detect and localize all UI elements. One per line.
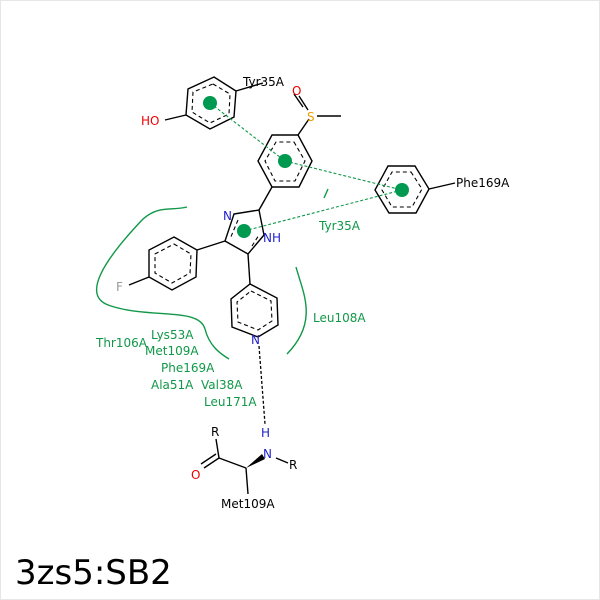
residue-label-phe169a: Phe169A — [456, 176, 510, 190]
imidazole-nh-label: NH — [263, 231, 281, 245]
hydrophobic-label: Met109A — [145, 344, 199, 358]
hydroxyl-label: HO — [141, 114, 159, 128]
wedge-bond — [246, 454, 265, 468]
hydrophobic-label: Ala51A — [151, 378, 194, 392]
ring-centroid-dot — [203, 96, 217, 110]
hydrophobic-label: Phe169A — [161, 361, 215, 375]
hydrophobic-label: Lys53A — [151, 328, 194, 342]
amide-n-label: N — [263, 447, 272, 461]
hydrophobic-label: Tyr35A — [318, 219, 361, 233]
sulfoxide-oxygen-label: O — [292, 84, 301, 98]
pi-stack-line — [209, 102, 286, 162]
imidazole-ring — [224, 209, 265, 255]
hydrophobic-label: Leu171A — [204, 395, 257, 409]
hydrophobic-label: Leu108A — [313, 311, 366, 325]
hydrogen-label: H — [261, 426, 270, 440]
sulfur-label: S — [307, 110, 315, 124]
imidazole-n-label: N — [223, 209, 232, 223]
r-group-label: R — [289, 458, 297, 472]
pyridine-n-label: N — [251, 333, 260, 347]
residue-label-tyr35a: Tyr35A — [242, 75, 285, 89]
pyridine-ring — [230, 283, 279, 338]
hydrophobic-label: Thr106A — [95, 336, 148, 350]
fluorophenyl-ring — [148, 236, 198, 291]
pi-stack-line — [284, 160, 403, 191]
pi-stack-line — [243, 189, 403, 232]
hydrophobic-contour-left — [95, 206, 230, 360]
hydrogen-bond-line — [258, 345, 266, 425]
diagram-title: 3zs5:SB2 — [15, 553, 172, 593]
carbonyl-o-label: O — [191, 468, 200, 482]
ring-centroid-dot — [237, 224, 251, 238]
hydrophobic-contour-tick — [323, 188, 329, 199]
residue-label-met109a: Met109A — [221, 497, 275, 511]
fluorine-label: F — [116, 280, 123, 294]
r-group-label: R — [211, 425, 219, 439]
hydrophobic-contour-right — [286, 266, 307, 355]
ring-centroid-dot — [278, 154, 292, 168]
ring-centroid-dot — [395, 183, 409, 197]
hydrophobic-label: Val38A — [201, 378, 243, 392]
